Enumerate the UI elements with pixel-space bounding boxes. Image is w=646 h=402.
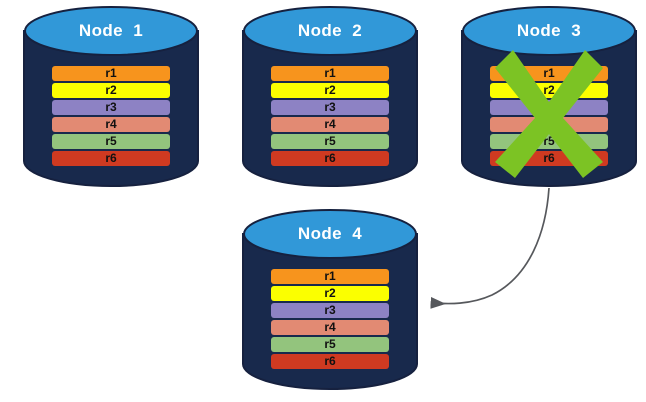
row-bar-r1[interactable]: r1	[271, 269, 389, 284]
node-3-rows: r1 r2 r3 r4 r5 r6	[490, 66, 608, 166]
row-bar-r3[interactable]: r3	[271, 303, 389, 318]
row-bar-r5[interactable]: r5	[490, 134, 608, 149]
row-bar-r1[interactable]: r1	[52, 66, 170, 81]
cylinder-top-ellipse	[24, 6, 198, 56]
row-bar-r5[interactable]: r5	[271, 134, 389, 149]
row-bar-r2[interactable]: r2	[52, 83, 170, 98]
cylinder-top-ellipse	[243, 6, 417, 56]
row-bar-r5[interactable]: r5	[52, 134, 170, 149]
row-bar-r3[interactable]: r3	[490, 100, 608, 115]
row-bar-r6[interactable]: r6	[271, 354, 389, 369]
row-bar-r6[interactable]: r6	[271, 151, 389, 166]
cylinder-top-ellipse	[462, 6, 636, 56]
row-bar-r4[interactable]: r4	[271, 320, 389, 335]
node-4-rows: r1 r2 r3 r4 r5 r6	[271, 269, 389, 369]
row-bar-r5[interactable]: r5	[271, 337, 389, 352]
row-bar-r2[interactable]: r2	[271, 83, 389, 98]
row-bar-r1[interactable]: r1	[271, 66, 389, 81]
row-bar-r3[interactable]: r3	[271, 100, 389, 115]
cylinder-top-ellipse	[243, 209, 417, 259]
row-bar-r4[interactable]: r4	[52, 117, 170, 132]
node-1-rows: r1 r2 r3 r4 r5 r6	[52, 66, 170, 166]
node-2-rows: r1 r2 r3 r4 r5 r6	[271, 66, 389, 166]
row-bar-r2[interactable]: r2	[271, 286, 389, 301]
row-bar-r6[interactable]: r6	[490, 151, 608, 166]
row-bar-r4[interactable]: r4	[271, 117, 389, 132]
row-bar-r2[interactable]: r2	[490, 83, 608, 98]
row-bar-r4[interactable]: r4	[490, 117, 608, 132]
row-bar-r3[interactable]: r3	[52, 100, 170, 115]
row-bar-r1[interactable]: r1	[490, 66, 608, 81]
row-bar-r6[interactable]: r6	[52, 151, 170, 166]
